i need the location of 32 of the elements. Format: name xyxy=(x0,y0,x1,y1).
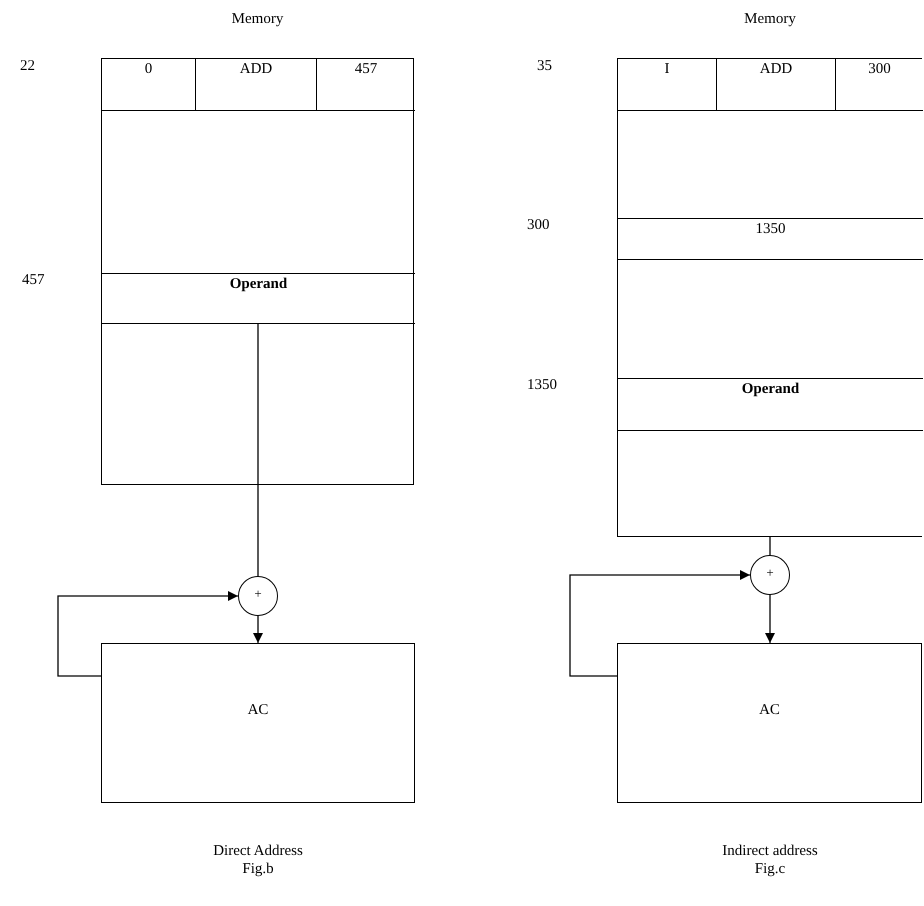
memory-heading: Memory xyxy=(230,11,284,28)
adder-circle xyxy=(750,555,790,595)
plus-sign: + xyxy=(253,586,263,602)
figure-caption: Indirect address Fig.c xyxy=(721,842,819,878)
adder-circle xyxy=(238,576,278,616)
arrow xyxy=(569,570,750,677)
instruction-field: 457 xyxy=(317,59,415,111)
instruction-field: ADD xyxy=(717,59,836,111)
memory-heading: Memory xyxy=(743,11,797,28)
plus-sign: + xyxy=(765,565,775,581)
memory-word: 1350 xyxy=(618,218,923,260)
register-label: AC xyxy=(758,702,781,719)
arrow xyxy=(765,595,775,643)
address-label: 1350 xyxy=(527,377,557,394)
address-label: 300 xyxy=(527,217,550,234)
connector-line xyxy=(769,537,771,555)
accumulator-box xyxy=(101,643,415,803)
address-label: 457 xyxy=(22,272,44,289)
memory-word: Operand xyxy=(618,378,923,431)
arrow xyxy=(253,616,263,643)
memory-word: Operand xyxy=(102,273,415,324)
instruction-field: 300 xyxy=(836,59,923,111)
address-label: 35 xyxy=(537,58,552,75)
instruction-field: I xyxy=(618,59,717,111)
address-label: 22 xyxy=(20,58,35,75)
register-label: AC xyxy=(246,702,270,719)
connector-line xyxy=(257,324,259,576)
accumulator-box xyxy=(617,643,922,803)
figure-caption: Direct Address Fig.b xyxy=(212,842,304,878)
arrow xyxy=(57,591,238,677)
instruction-field: 0 xyxy=(102,59,196,111)
instruction-field: ADD xyxy=(196,59,317,111)
